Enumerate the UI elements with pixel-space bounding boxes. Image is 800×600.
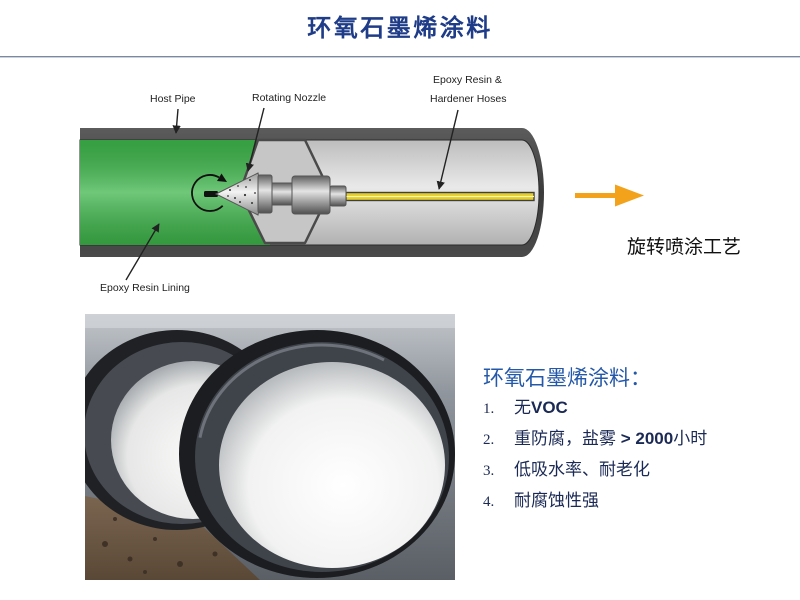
nozzle-speckle <box>243 193 247 197</box>
nozzle-neck <box>271 182 293 206</box>
rotating-nozzle <box>204 172 347 216</box>
nozzle-speckle <box>239 201 241 203</box>
coated-pipes-photo <box>85 314 455 580</box>
rotation-arrow <box>191 173 227 212</box>
travel-direction-arrow <box>575 184 644 207</box>
item-number: 2. <box>483 432 495 448</box>
feature-item: 3. 低吸水率、耐老化 <box>483 458 783 489</box>
item-text-part: 小时 <box>673 429 708 449</box>
pebble <box>143 570 147 574</box>
item-text-part: > 2000 <box>616 429 674 448</box>
pebble <box>177 561 183 567</box>
rotating-nozzle-label: Rotating Nozzle <box>252 92 326 104</box>
host-pipe-pointer <box>172 108 181 134</box>
feature-item: 4. 耐腐蚀性强 <box>483 489 783 520</box>
nozzle-speckle <box>237 185 239 187</box>
item-text: 耐腐蚀性强 <box>514 491 599 511</box>
features-heading: 环氧石墨烯涂料： <box>483 366 651 390</box>
feature-item: 2. 重防腐，盐雾 > 2000小时 <box>483 427 783 458</box>
rotation-arrowhead <box>217 173 227 182</box>
resin-hardener-hoses <box>345 191 535 202</box>
feature-list: 1. 无VOC 2. 重防腐，盐雾 > 2000小时 3. 低吸水率、耐老化 4. 耐腐… <box>483 396 783 520</box>
right-pipe-lining <box>219 362 445 568</box>
item-text-part: 无 <box>514 398 531 418</box>
item-text-part: VOC <box>531 398 568 417</box>
hose-connector <box>329 185 347 207</box>
title-divider <box>0 56 800 57</box>
lining-label: Epoxy Resin Lining <box>100 282 190 294</box>
right-pipe-rim-highlight <box>198 343 385 438</box>
diagram-caption: 旋转喷涂工艺 <box>627 236 742 258</box>
nozzle-speckle <box>245 186 247 188</box>
nozzle-speckle <box>229 189 231 191</box>
item-number: 1. <box>483 401 495 417</box>
pebble <box>102 541 108 547</box>
right-pipe-opening <box>179 330 455 578</box>
nozzle-speckle <box>234 197 236 199</box>
spray-process-diagram: Host Pipe Rotating Nozzle Epoxy Resin & … <box>79 74 644 294</box>
pebble <box>127 556 133 562</box>
nozzle-collar <box>257 174 273 214</box>
item-text: 重防腐，盐雾 > 2000小时 <box>514 429 707 449</box>
rotating-nozzle-pointer <box>245 107 265 172</box>
nozzle-speckle <box>227 195 229 197</box>
hoses-label-line-2: Hardener Hoses <box>430 93 506 105</box>
nozzle-speckle <box>251 202 253 204</box>
pipe-top-highlight <box>85 314 455 328</box>
item-text-part: 耐腐蚀性强 <box>514 491 599 511</box>
item-text-part: 重防腐，盐雾 <box>514 429 616 449</box>
nozzle-speckle <box>254 192 256 194</box>
item-text: 低吸水率、耐老化 <box>514 460 650 480</box>
lining-pointer <box>125 223 160 281</box>
slide-title: 环氧石墨烯涂料 <box>307 13 493 42</box>
item-number: 4. <box>483 494 495 510</box>
pebble <box>153 537 157 541</box>
hoses-label-line-1: Epoxy Resin & <box>433 74 502 86</box>
nozzle-speckle <box>249 179 251 181</box>
pebble <box>113 517 117 521</box>
title-divider-shadow <box>0 57 800 58</box>
direction-arrow-head <box>615 184 644 207</box>
nozzle-body <box>291 175 331 215</box>
direction-arrow-shaft <box>575 193 619 198</box>
nozzle-tip <box>204 191 218 197</box>
pebble <box>212 551 218 557</box>
item-text-part: 低吸水率、耐老化 <box>514 460 650 480</box>
nozzle-speckles <box>227 179 256 204</box>
host-pipe-label: Host Pipe <box>150 93 196 105</box>
item-text: 无VOC <box>514 398 568 418</box>
feature-item: 1. 无VOC <box>483 396 783 427</box>
hoses-pointer <box>436 109 459 190</box>
rotation-arc <box>191 174 224 212</box>
ground-pebbles <box>102 517 218 574</box>
item-number: 3. <box>483 463 495 479</box>
